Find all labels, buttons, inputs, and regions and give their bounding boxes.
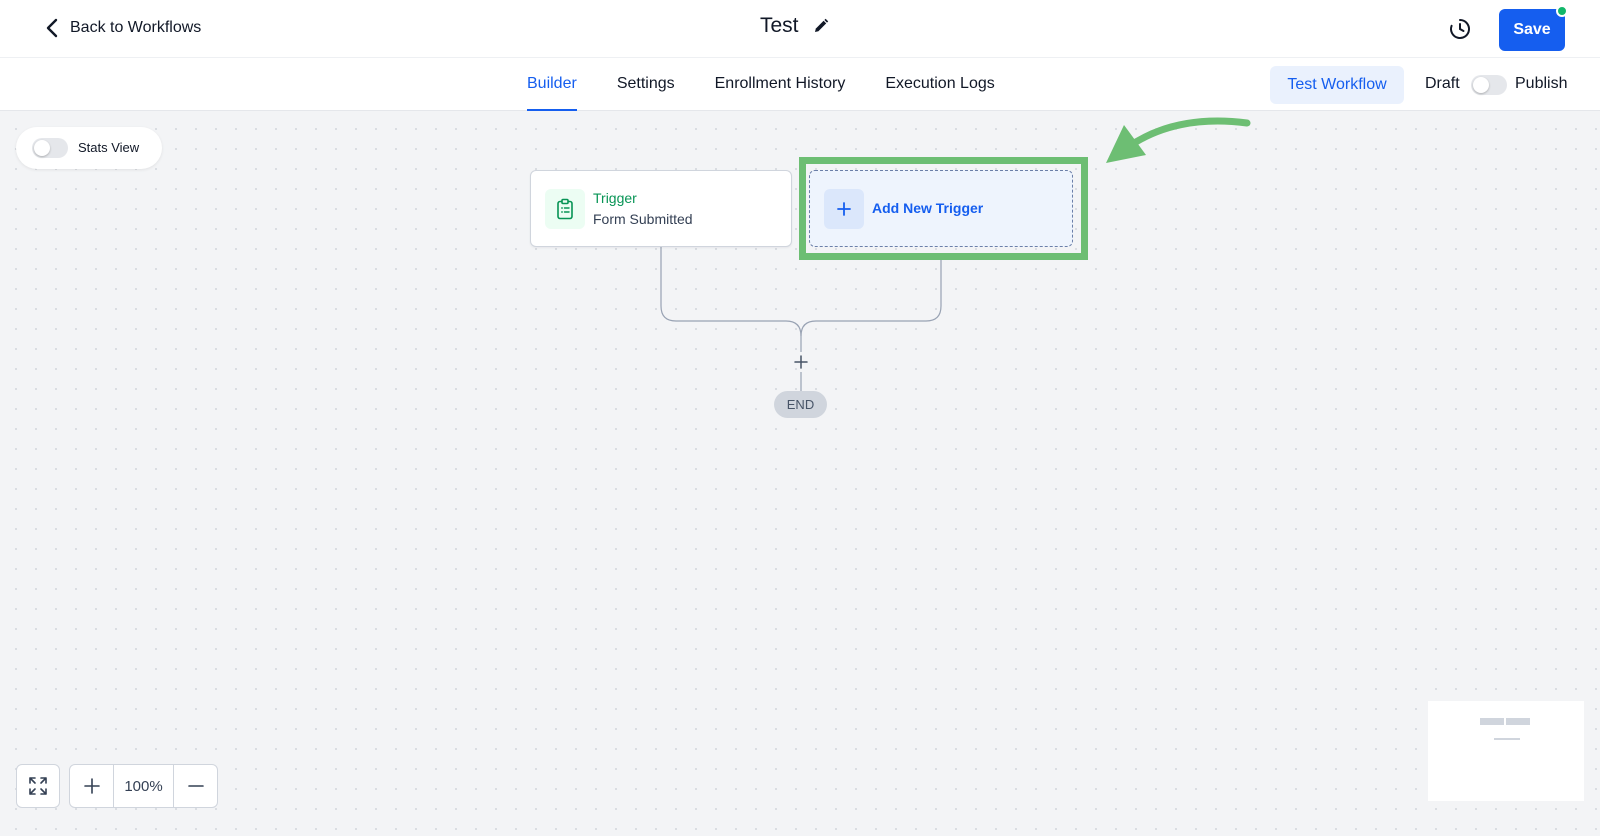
- trigger-node[interactable]: Trigger Form Submitted: [530, 170, 792, 247]
- history-icon[interactable]: [1447, 16, 1473, 42]
- plus-icon: [824, 189, 864, 229]
- minimap-node: [1494, 738, 1520, 740]
- zoom-out-button[interactable]: [174, 765, 217, 807]
- unsaved-status-dot: [1556, 5, 1568, 17]
- zoom-controls: 100%: [69, 764, 218, 808]
- plus-icon: [794, 355, 808, 369]
- publish-label: Publish: [1515, 75, 1568, 92]
- trigger-title: Trigger: [593, 190, 637, 206]
- zoom-in-button[interactable]: [70, 765, 113, 807]
- save-button[interactable]: Save: [1499, 9, 1565, 51]
- highlight-box: [799, 157, 1088, 260]
- stats-view-control: Stats View: [16, 127, 162, 169]
- back-to-workflows-link[interactable]: Back to Workflows: [42, 16, 201, 40]
- tab-enrollment-history[interactable]: Enrollment History: [714, 75, 846, 92]
- toggle-knob: [34, 140, 50, 156]
- test-workflow-button[interactable]: Test Workflow: [1270, 66, 1404, 104]
- back-link-label: Back to Workflows: [70, 19, 202, 36]
- workflow-canvas[interactable]: Stats View Trigger Form Submitted: [0, 111, 1600, 836]
- pencil-icon[interactable]: [813, 18, 829, 34]
- stats-view-label: Stats View: [78, 140, 140, 155]
- end-node: END: [774, 391, 827, 418]
- minimap-node: [1480, 718, 1504, 725]
- workflow-title-group: Test: [760, 14, 829, 38]
- tab-execution-logs[interactable]: Execution Logs: [885, 75, 995, 92]
- plus-icon: [83, 778, 100, 794]
- expand-icon: [29, 777, 47, 795]
- fit-view-button[interactable]: [16, 764, 60, 808]
- sub-navigation: Builder Settings Enrollment History Exec…: [0, 58, 1600, 111]
- publish-toggle[interactable]: [1471, 75, 1507, 95]
- trigger-subtitle: Form Submitted: [593, 211, 693, 227]
- add-new-trigger-button[interactable]: Add New Trigger: [809, 170, 1073, 247]
- clipboard-icon: [545, 189, 585, 229]
- minus-icon: [187, 785, 204, 787]
- builder-tabs: Builder Settings Enrollment History Exec…: [527, 58, 995, 111]
- minimap-node: [1506, 718, 1530, 725]
- add-new-trigger-label: Add New Trigger: [872, 200, 984, 216]
- toggle-knob: [1473, 77, 1489, 93]
- top-header: Back to Workflows Test Save: [0, 0, 1600, 58]
- draft-label: Draft: [1425, 75, 1460, 92]
- chevron-left-icon: [46, 18, 58, 38]
- zoom-level: 100%: [113, 765, 174, 807]
- tab-builder[interactable]: Builder: [527, 58, 577, 111]
- tab-settings[interactable]: Settings: [616, 75, 675, 92]
- workflow-title: Test: [760, 14, 799, 37]
- stats-view-toggle[interactable]: [32, 138, 68, 158]
- minimap[interactable]: [1428, 701, 1584, 801]
- add-action-button[interactable]: [791, 352, 811, 372]
